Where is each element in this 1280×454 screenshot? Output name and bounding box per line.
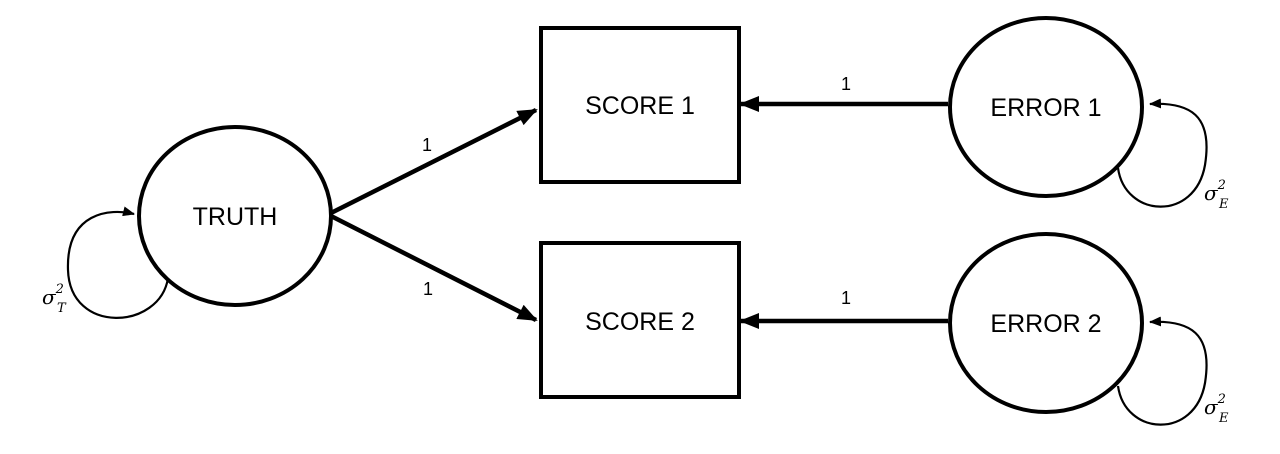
sigma-superscript: 2 [55,282,64,297]
sigma-subscript: E [1218,411,1229,426]
node-error2-label: ERROR 2 [990,310,1101,338]
sigma-superscript: 2 [1217,178,1226,193]
sigma-subscript: E [1218,197,1229,212]
node-truth-label: TRUTH [193,203,278,231]
variance-loop-error1 [1116,98,1208,208]
sigma-superscript: 2 [1217,392,1226,407]
edge-truth-score1-label: 1 [422,135,432,155]
sigma-symbol: σ [1204,181,1219,205]
node-score1 [539,26,741,184]
edge-truth-score1 [329,107,538,216]
edge-error1-score1-label: 1 [841,74,851,94]
variance-loop-truth [66,206,170,319]
node-error1-label: ERROR 1 [990,94,1101,122]
sigma-symbol: σ [42,285,57,309]
edge-truth-score2 [329,213,538,323]
node-score2 [539,241,741,399]
node-truth [137,125,333,307]
edge-truth-score2-label: 1 [423,279,433,299]
variance-loop-error2 [1116,316,1208,426]
sigma-subscript: T [57,301,67,316]
edge-error2-score2-label: 1 [841,288,851,308]
node-error2 [948,232,1144,414]
node-error1 [948,16,1144,198]
node-score1-label: SCORE 1 [585,92,695,120]
sigma-symbol: σ [1204,395,1219,419]
node-score2-label: SCORE 2 [585,308,695,336]
